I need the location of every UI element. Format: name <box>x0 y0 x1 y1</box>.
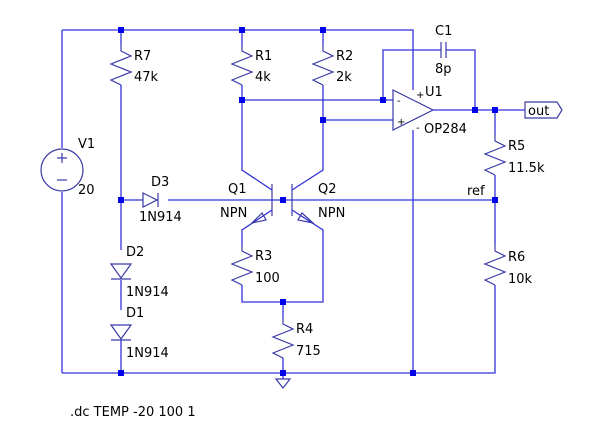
r5-value: 11.5k <box>508 161 545 176</box>
junction-dot <box>410 370 416 376</box>
r3-name: R3 <box>255 249 272 264</box>
r4-name: R4 <box>296 322 313 337</box>
spice-directive[interactable]: .dc TEMP -20 100 1 <box>70 405 196 420</box>
r7-value: 47k <box>134 70 159 85</box>
resistor-r2[interactable]: R2 2k <box>311 45 353 86</box>
wire-c1-left[interactable] <box>382 49 441 100</box>
wires <box>61 29 525 379</box>
resistor-r3[interactable]: R3 100 <box>230 245 280 286</box>
d1-name: D1 <box>126 306 144 321</box>
r1-name: R1 <box>255 49 272 64</box>
diode-icon <box>142 192 159 208</box>
opamp-inverting-mark: - <box>397 96 401 107</box>
emitter-arrow-icon <box>297 212 316 225</box>
c1-name: C1 <box>435 24 452 39</box>
wire-bottom-rail[interactable] <box>62 285 496 374</box>
junction-dot <box>472 107 478 113</box>
junction-dot <box>492 197 498 203</box>
junction-dot <box>118 27 124 33</box>
u1-value: OP284 <box>424 122 467 137</box>
wire-r2-down[interactable] <box>291 85 324 191</box>
resistor-r6[interactable]: R6 10k <box>483 245 533 287</box>
emitter-arrow-icon <box>250 212 267 225</box>
v1-name: V1 <box>78 137 95 152</box>
diode-icon <box>109 324 133 341</box>
opamp-vneg-mark: - <box>416 123 420 134</box>
voltage-source-v1[interactable]: V1 20 <box>40 137 95 198</box>
r6-name: R6 <box>508 250 525 265</box>
resistor-r5[interactable]: R5 11.5k <box>483 135 545 176</box>
capacitor-c1[interactable]: C1 8p <box>435 24 452 77</box>
wire-r1-down[interactable] <box>241 85 273 191</box>
plus-sign-icon <box>57 153 67 163</box>
diode-d3[interactable]: D3 1N914 <box>139 175 182 225</box>
resistor-icon <box>483 245 507 286</box>
v1-value: 20 <box>78 183 95 198</box>
junction-dot <box>492 107 498 113</box>
diode-icon <box>109 263 133 280</box>
r1-value: 4k <box>255 70 271 85</box>
junction-dot <box>280 299 286 305</box>
junction-dot <box>280 197 286 203</box>
d2-name: D2 <box>126 245 144 260</box>
wire-q1-emitter[interactable] <box>241 209 273 245</box>
junction-dot <box>280 370 286 376</box>
r6-value: 10k <box>508 272 533 287</box>
diode-d2[interactable]: D2 1N914 <box>109 245 169 300</box>
junction-dot <box>320 117 326 123</box>
d1-value: 1N914 <box>126 346 169 361</box>
junctions <box>118 27 498 376</box>
junction-dot <box>118 197 124 203</box>
resistor-icon <box>230 245 254 286</box>
ground-symbol[interactable] <box>274 378 292 389</box>
r5-name: R5 <box>508 139 525 154</box>
d3-name: D3 <box>151 175 169 190</box>
resistor-icon <box>483 135 507 176</box>
junction-dot <box>239 97 245 103</box>
resistor-icon <box>311 45 335 86</box>
r2-name: R2 <box>336 49 353 64</box>
resistor-r4[interactable]: R4 715 <box>271 318 321 359</box>
q2-name: Q2 <box>318 182 337 197</box>
q1-value: NPN <box>220 206 247 221</box>
junction-dot <box>118 370 124 376</box>
transistor-q2[interactable]: Q2 NPN <box>291 182 345 225</box>
out-label: out <box>528 104 549 119</box>
r3-value: 100 <box>255 271 280 286</box>
resistor-icon <box>230 45 254 86</box>
resistor-icon <box>109 45 133 86</box>
opamp-icon <box>392 89 435 131</box>
ground-icon <box>274 378 292 389</box>
diode-d1[interactable]: D1 1N914 <box>109 306 169 361</box>
resistor-r7[interactable]: R7 47k <box>109 45 159 86</box>
r2-value: 2k <box>336 70 352 85</box>
net-label-out[interactable]: out <box>524 101 563 119</box>
junction-dot <box>320 27 326 33</box>
q1-name: Q1 <box>228 182 247 197</box>
opamp-vpos-mark: + <box>416 90 424 101</box>
wire-top-rail[interactable] <box>62 29 414 90</box>
q2-value: NPN <box>318 206 345 221</box>
wire-c1-right[interactable] <box>446 49 476 110</box>
d2-value: 1N914 <box>126 285 169 300</box>
voltage-source-icon <box>40 148 84 192</box>
u1-name: U1 <box>425 85 443 100</box>
opamp-noninverting-mark: + <box>397 117 405 128</box>
opamp-u1[interactable]: - + + - U1 OP284 <box>392 85 467 137</box>
resistor-r1[interactable]: R1 4k <box>230 45 272 86</box>
d3-value: 1N914 <box>139 210 182 225</box>
output-port-icon <box>524 101 563 119</box>
junction-dot <box>239 27 245 33</box>
junction-dot <box>380 97 386 103</box>
transistor-q1[interactable]: Q1 NPN <box>220 182 273 225</box>
r4-value: 715 <box>296 344 321 359</box>
net-label-ref: ref <box>467 184 485 199</box>
r7-name: R7 <box>134 49 151 64</box>
capacitor-icon <box>440 42 447 58</box>
c1-value: 8p <box>435 62 452 77</box>
resistor-icon <box>271 318 295 359</box>
